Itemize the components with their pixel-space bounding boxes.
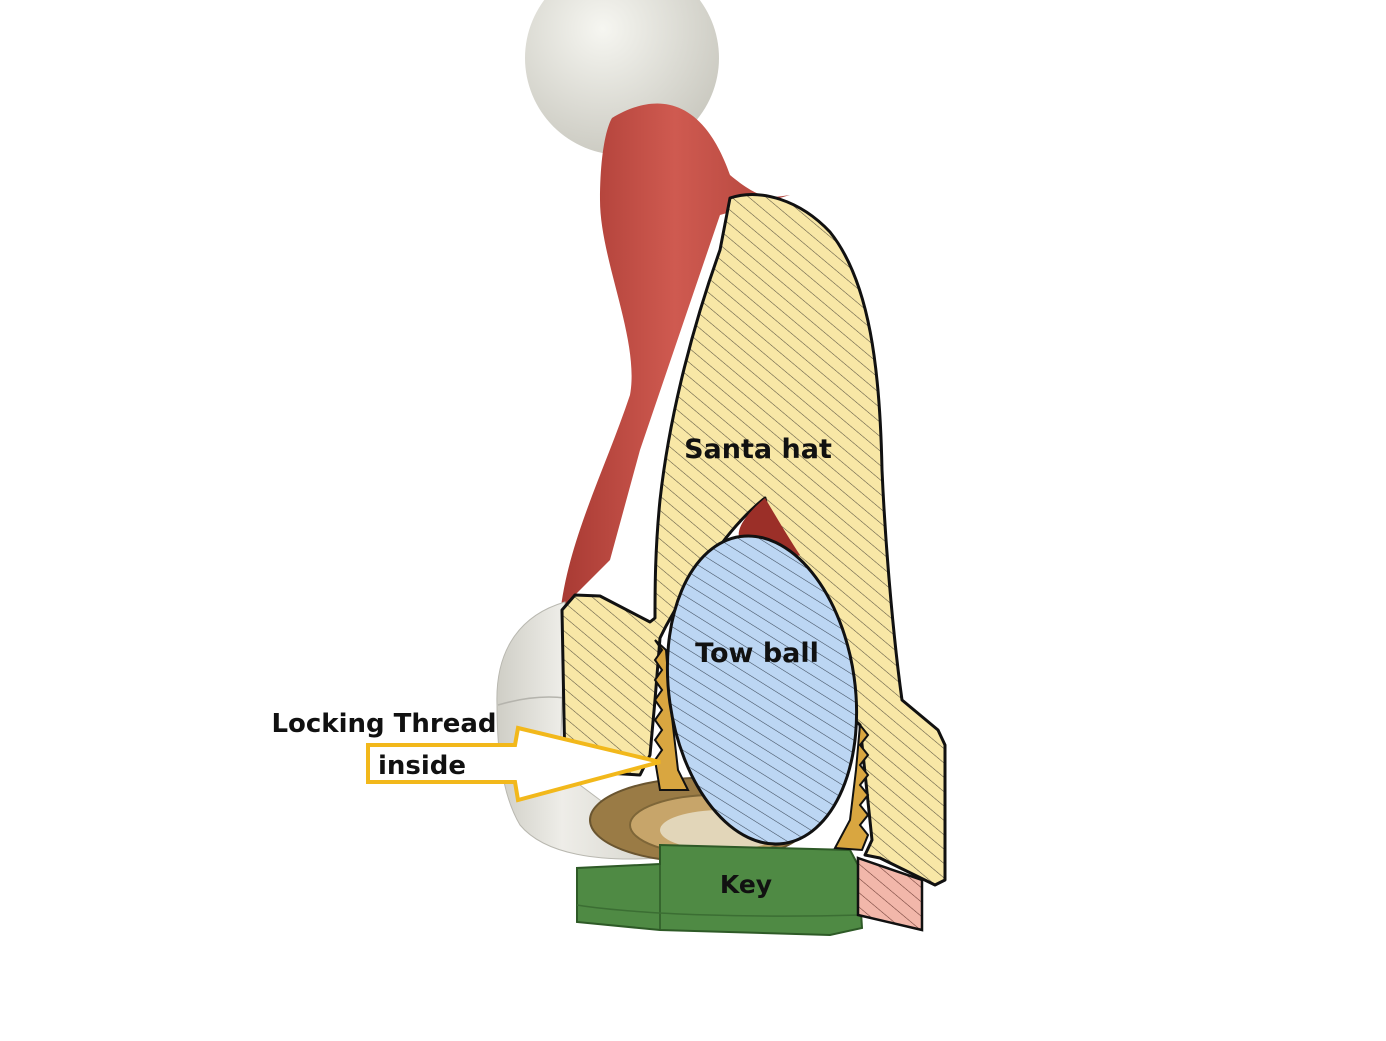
label-inside: inside xyxy=(378,751,466,781)
callout-arrow xyxy=(366,725,661,803)
tow-ball-section xyxy=(665,534,859,846)
label-santa-hat: Santa hat xyxy=(684,434,832,465)
label-tow-ball: Tow ball xyxy=(695,638,819,669)
key-edge xyxy=(576,904,861,917)
label-key: Key xyxy=(720,870,772,899)
collar-rim-line-2 xyxy=(497,696,566,706)
label-locking-thread: Locking Thread xyxy=(271,709,496,739)
hat-body xyxy=(560,103,790,615)
thread-right xyxy=(833,722,870,852)
key-red-section xyxy=(856,856,924,932)
